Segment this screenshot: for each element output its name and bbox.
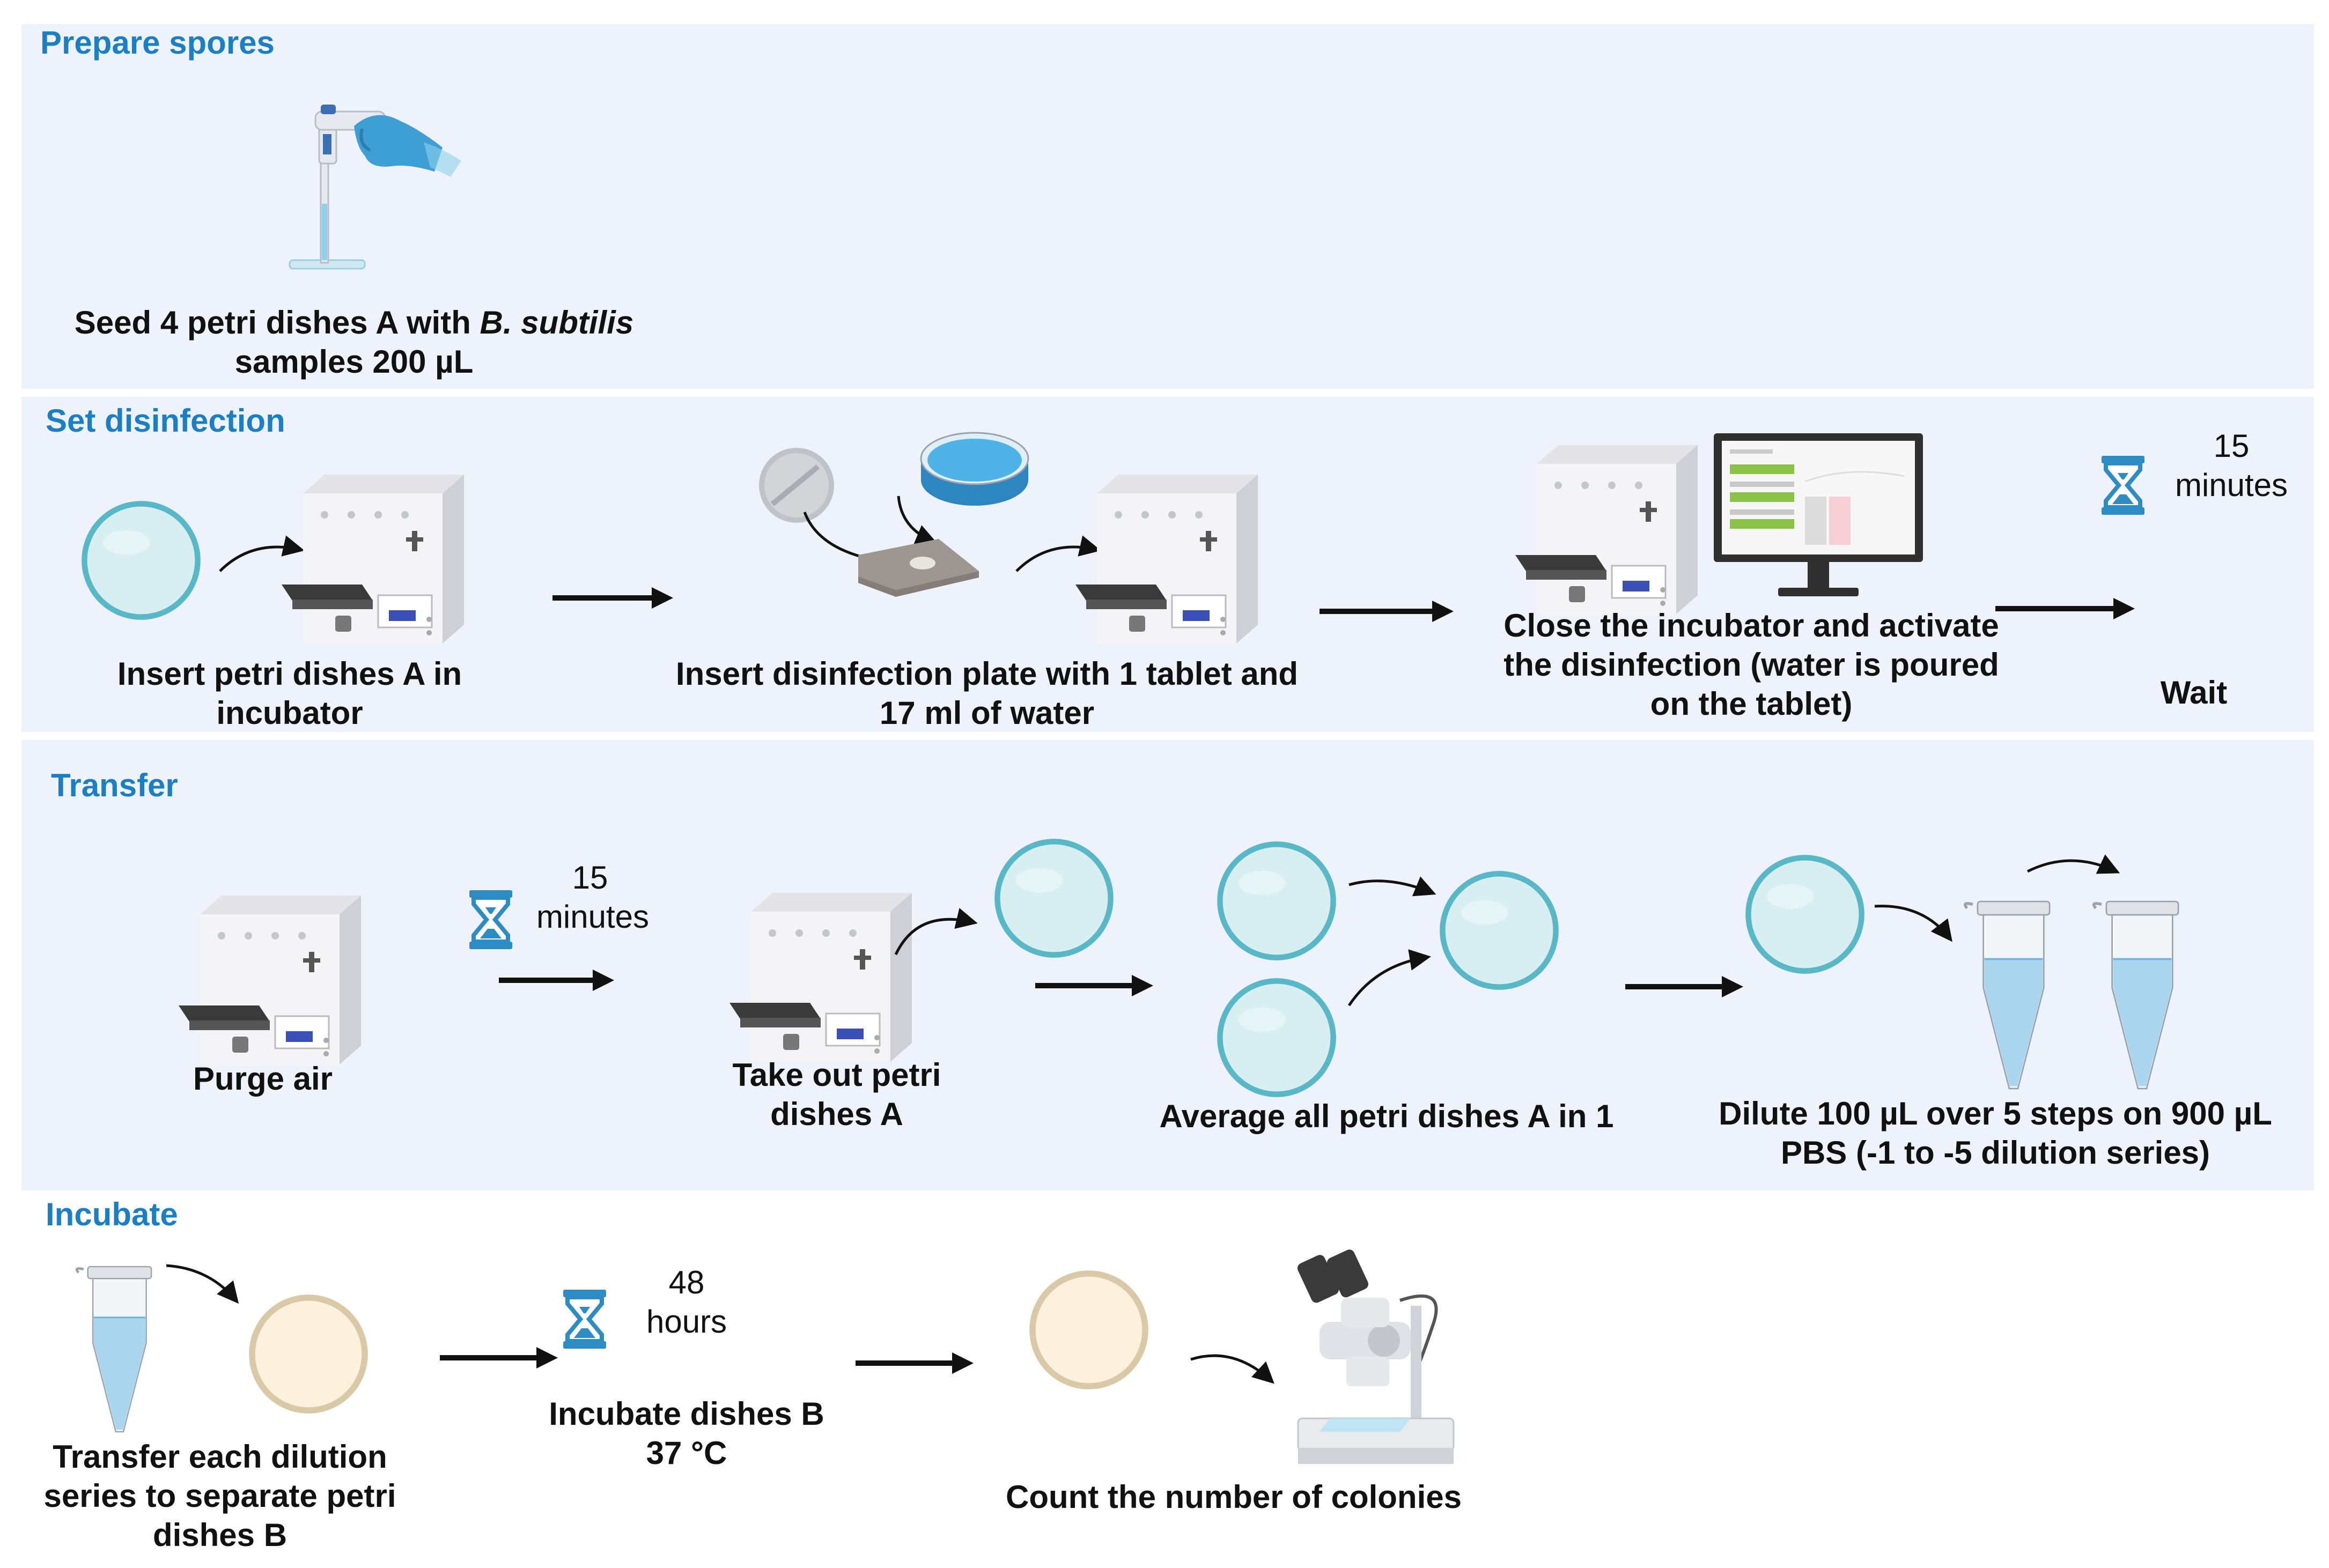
petri-dish-icon [1440, 871, 1559, 990]
disinfection-step2-line1: Insert disinfection plate with 1 tablet … [675, 656, 1299, 692]
disinfection-step1-line2: incubator [216, 695, 363, 731]
microscope-icon [1297, 1249, 1455, 1464]
transfer-step4-caption: Dilute 100 µL over 5 steps on 900 µL PBS… [1695, 1094, 2296, 1172]
incubate-timer-value: 48 [668, 1264, 705, 1300]
section-title-disinfection: Set disinfection [46, 403, 285, 439]
incubator-icon [281, 474, 465, 645]
curved-arrow-icon [166, 1264, 239, 1304]
disinfection-step4-caption: Wait [2160, 675, 2228, 711]
flow-arrow-icon [1625, 976, 1743, 997]
microtube-icon [1963, 890, 2054, 1105]
incubate-step2-line1: Incubate dishes B [549, 1396, 824, 1432]
section-transfer [21, 740, 2314, 1190]
flow-arrow-icon [499, 970, 614, 991]
prepare-step1-line1: Seed 4 petri dishes A with [74, 305, 480, 341]
transfer-step4-line2: PBS (-1 to -5 dilution series) [1780, 1135, 2210, 1171]
incubate-timer-unit: hours [646, 1304, 727, 1340]
disinfection-plate-icon [858, 539, 979, 597]
section-prepare-spores [21, 24, 2314, 389]
transfer-step3-caption: Average all petri dishes A in 1 [1159, 1098, 1614, 1134]
hourglass-icon [2102, 456, 2144, 515]
section-title-prepare: Prepare spores [40, 25, 275, 61]
flow-arrow-icon [1035, 975, 1153, 996]
incubate-step2-caption: Incubate dishes B 37 °C [515, 1394, 858, 1473]
disinfection-step2-caption: Insert disinfection plate with 1 tablet … [625, 654, 1349, 733]
transfer-step1-caption: Purge air [193, 1061, 333, 1097]
curved-arrow-icon [1015, 535, 1101, 572]
curved-arrow-icon [1190, 1354, 1274, 1384]
incubator-icon [1514, 444, 1699, 615]
transfer-step2-line2: dishes A [770, 1096, 903, 1133]
water-dish-icon [920, 432, 1029, 506]
transfer-step4-line1: Dilute 100 µL over 5 steps on 900 µL [1719, 1096, 2272, 1131]
petri-dish-icon [994, 839, 1114, 958]
transfer-step2-caption: Take out petri dishes A [687, 1055, 987, 1134]
curved-arrow-icon [894, 908, 978, 956]
petri-dish-icon [1745, 855, 1864, 974]
pipette-icon [289, 105, 461, 270]
flow-arrow-icon [552, 587, 673, 609]
incubate-step1-line1: Transfer each dilution [53, 1439, 387, 1475]
flow-arrow-icon [1995, 598, 2135, 619]
transfer-timer-unit: minutes [536, 899, 650, 935]
transfer-step2-line1: Take out petri [732, 1057, 941, 1093]
section-title-incubate: Incubate [46, 1196, 178, 1232]
computer-monitor-icon [1714, 433, 1923, 596]
incubator-icon [728, 892, 913, 1063]
disinfection-step3-line3: on the tablet) [1650, 686, 1853, 722]
petri-dish-icon [1217, 978, 1336, 1097]
incubate-step2-line2: 37 °C [646, 1435, 727, 1471]
curved-arrow-icon [1348, 876, 1436, 897]
curved-arrow-icon [2026, 854, 2120, 874]
disinfection-step3-caption: Close the incubator and activate the dis… [1443, 606, 2060, 724]
curved-arrow-icon [1874, 905, 1952, 942]
curved-arrow-icon [219, 535, 305, 572]
disinfection-step1-line1: Insert petri dishes A in [117, 656, 462, 692]
petri-dish-icon [1217, 841, 1336, 960]
disinfection-step3-line2: the disinfection (water is poured [1503, 647, 1999, 683]
transfer-timer-value: 15 [572, 860, 608, 896]
incubate-step3-caption: Count the number of colonies [1006, 1479, 1462, 1515]
incubator-icon [178, 894, 362, 1066]
hourglass-icon [469, 890, 512, 949]
incubate-step1-line2: series to separate petri [43, 1478, 396, 1514]
microtube-icon [2092, 890, 2183, 1105]
section-title-transfer: Transfer [51, 767, 178, 803]
microtube-icon [75, 1258, 156, 1445]
agar-plate-icon [1029, 1270, 1148, 1389]
hourglass-icon [563, 1290, 606, 1349]
flow-arrow-icon [856, 1352, 974, 1374]
tablet-icon [759, 448, 834, 523]
curved-arrow-icon [897, 495, 938, 545]
disinfection-timer-value: 15 [2213, 428, 2250, 464]
agar-plate-icon [249, 1295, 368, 1414]
flow-arrow-icon [440, 1347, 558, 1369]
flow-arrow-icon [1320, 601, 1454, 622]
prepare-step1-line2: samples 200 µL [234, 344, 474, 380]
curved-arrow-icon [1347, 949, 1431, 1007]
incubate-step1-line3: dishes B [152, 1517, 288, 1554]
prepare-step1-caption: Seed 4 petri dishes A with B. subtilis s… [40, 303, 668, 381]
disinfection-timer-unit: minutes [2175, 467, 2288, 503]
incubate-step1-caption: Transfer each dilution series to separat… [27, 1437, 413, 1555]
disinfection-step3-line1: Close the incubator and activate [1503, 608, 1999, 644]
incubator-icon [1074, 474, 1259, 645]
disinfection-step1-caption: Insert petri dishes A in incubator [80, 654, 499, 733]
prepare-step1-species: B. subtilis [480, 305, 634, 341]
petri-dish-icon [82, 501, 201, 620]
disinfection-step2-line2: 17 ml of water [879, 695, 1095, 731]
